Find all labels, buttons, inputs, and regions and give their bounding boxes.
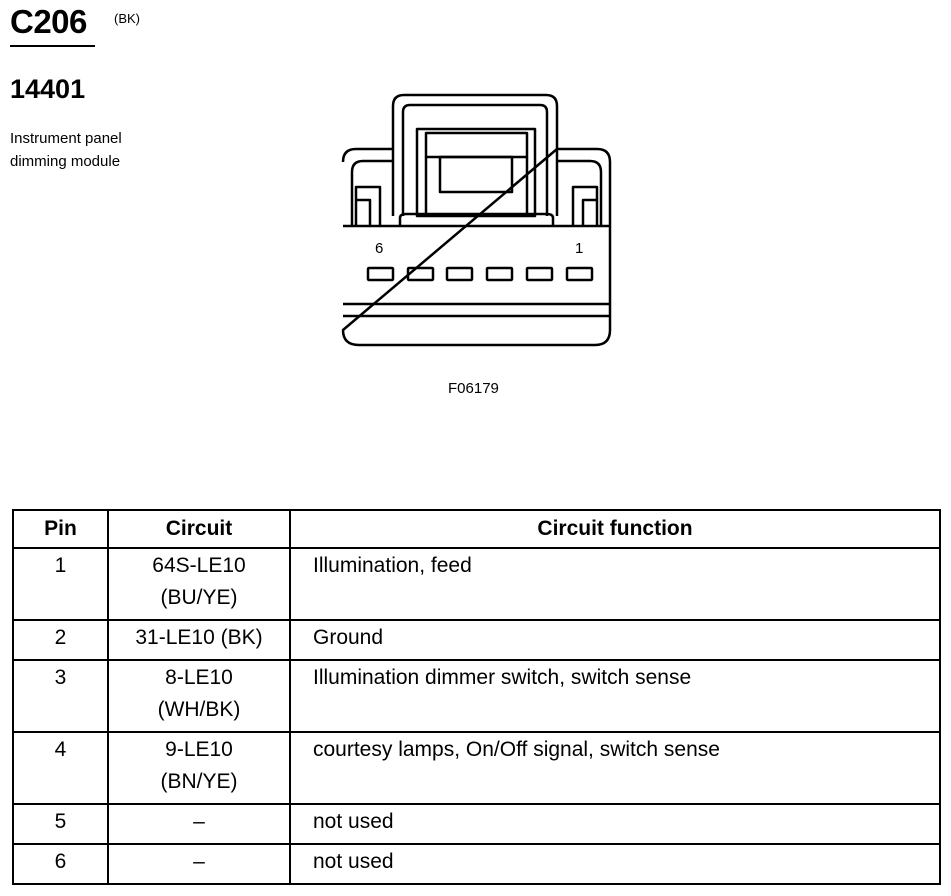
function-cell: not used <box>289 803 941 845</box>
pin-cell: 3 <box>12 659 109 733</box>
latch-outer <box>391 93 559 216</box>
figure-id: F06179 <box>448 380 499 397</box>
pin-cell: 5 <box>12 803 109 845</box>
function-cell: Illumination, feed <box>289 547 941 621</box>
table-row: 6 – not used <box>12 843 941 885</box>
table-row: 2 31-LE10 (BK) Ground <box>12 619 941 661</box>
function-cell: Illumination dimmer switch, switch sense <box>289 659 941 733</box>
circuit-cell: 9-LE10 (BN/YE) <box>107 731 291 805</box>
table-header-row: Pin Circuit Circuit function <box>12 509 941 549</box>
circuit-cell: – <box>107 803 291 845</box>
connector-color: (BK) <box>114 11 140 26</box>
part-number: 14401 <box>10 74 86 104</box>
pin-cavity-3 <box>485 266 514 282</box>
circuit-cell: 31-LE10 (BK) <box>107 619 291 661</box>
latch-slot <box>424 131 529 159</box>
connector-drawing: 6 1 <box>341 93 612 347</box>
pin-label-left: 6 <box>375 240 383 257</box>
circuit-line: – <box>193 850 205 873</box>
header-circuit-function: Circuit function <box>289 509 941 549</box>
pin-cavity-4 <box>445 266 474 282</box>
circuit-cell: 8-LE10 (WH/BK) <box>107 659 291 733</box>
latch-inner <box>401 103 549 216</box>
part-description: Instrument panel dimming module <box>10 127 190 173</box>
latch-frame <box>415 127 537 218</box>
circuit-line: (BN/YE) <box>160 770 238 793</box>
pin-cell: 6 <box>12 843 109 885</box>
latch-tab <box>438 155 514 194</box>
circuit-cell: – <box>107 843 291 885</box>
side-lug-left <box>350 159 393 226</box>
pin-cell: 2 <box>12 619 109 661</box>
circuit-line: 31-LE10 (BK) <box>135 626 263 649</box>
circuit-line: 8-LE10 <box>165 666 233 689</box>
pin-cavity-6 <box>366 266 395 282</box>
circuit-line: 64S-LE10 <box>152 554 246 577</box>
connector-id-underline <box>10 45 95 47</box>
pin-cavity-5 <box>406 266 435 282</box>
pin-label-right: 1 <box>575 240 583 257</box>
pin-cell: 4 <box>12 731 109 805</box>
circuit-line: – <box>193 810 205 833</box>
table-row: 1 64S-LE10 (BU/YE) Illumination, feed <box>12 547 941 621</box>
table-row: 3 8-LE10 (WH/BK) Illumination dimmer swi… <box>12 659 941 733</box>
table-row: 5 – not used <box>12 803 941 845</box>
housing-body <box>341 147 612 347</box>
part-description-line-1: Instrument panel <box>10 130 122 147</box>
part-description-line-2: dimming module <box>10 153 121 170</box>
pin-cell: 1 <box>12 547 109 621</box>
circuit-line: (WH/BK) <box>157 698 241 721</box>
pin-cavity-2 <box>525 266 554 282</box>
side-lug-right <box>557 159 603 226</box>
pin-cavity-1 <box>565 266 594 282</box>
connector-id: C206 <box>10 3 87 40</box>
header-circuit: Circuit <box>107 509 291 549</box>
header-pin: Pin <box>12 509 109 549</box>
circuit-cell: 64S-LE10 (BU/YE) <box>107 547 291 621</box>
table-row: 4 9-LE10 (BN/YE) courtesy lamps, On/Off … <box>12 731 941 805</box>
pinout-table: Pin Circuit Circuit function 1 64S-LE10 … <box>12 509 941 885</box>
circuit-line: 9-LE10 <box>165 738 233 761</box>
function-cell: courtesy lamps, On/Off signal, switch se… <box>289 731 941 805</box>
function-cell: Ground <box>289 619 941 661</box>
circuit-line: (BU/YE) <box>160 586 238 609</box>
function-cell: not used <box>289 843 941 885</box>
